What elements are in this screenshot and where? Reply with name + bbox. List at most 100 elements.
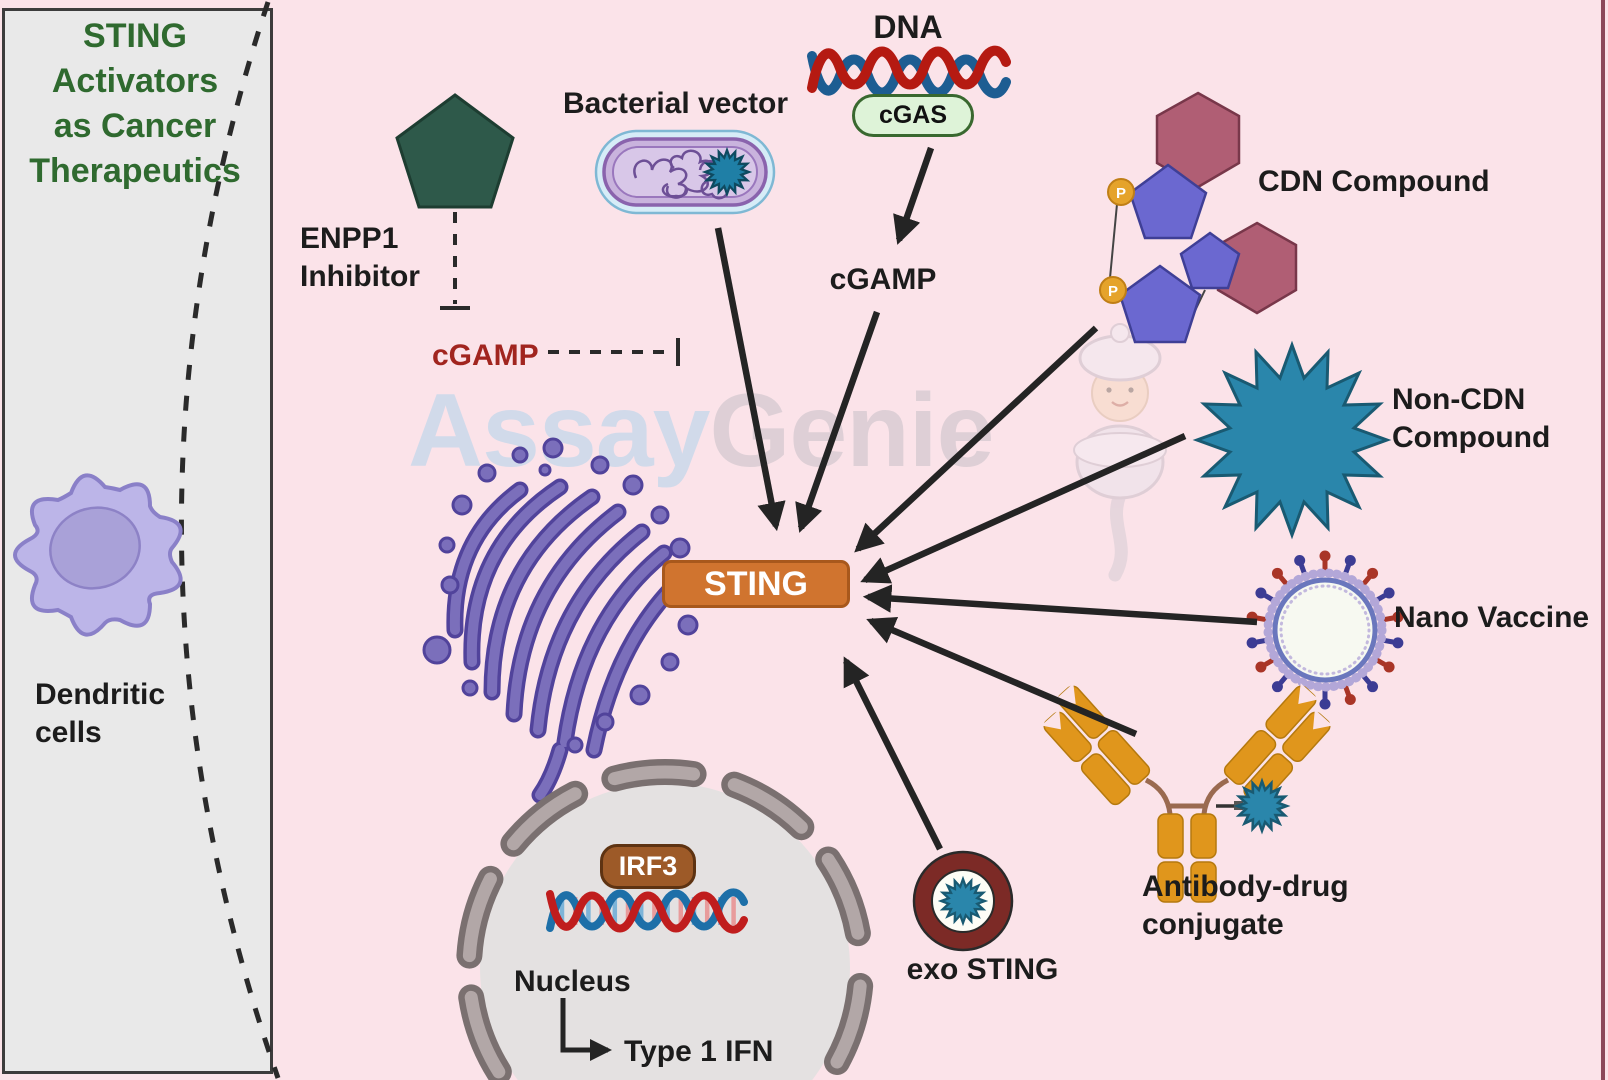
exosome-outline — [912, 850, 1014, 952]
nano-spike-tip — [1392, 637, 1404, 649]
arrow-cdn-to-sting — [854, 325, 1099, 553]
non-cdn-label-line: Non-CDN — [1392, 383, 1526, 416]
antibody-hinge — [1144, 777, 1230, 815]
sidebar-title-line: as Cancer — [53, 106, 217, 145]
bacterial-vector-illustration — [594, 129, 776, 215]
nano-spike-tip — [1392, 611, 1404, 623]
dendritic-label-line: Dendritic — [35, 678, 166, 711]
sidebar-title-line: Therapeutics — [29, 151, 241, 190]
arrow-bacteria-to-sting — [714, 227, 786, 532]
sidebar-title-line: STING — [83, 17, 187, 55]
golgi-cisterna — [533, 527, 647, 735]
nano-vaccine-inner-ring — [1279, 584, 1371, 676]
golgi-vesicle — [542, 437, 564, 459]
golgi-cisterna-outline — [556, 544, 673, 751]
adc-label-line: conjugate — [1142, 907, 1284, 941]
cdn-phosphate-circle — [1099, 276, 1127, 304]
bacterium-sting-agonist-particle — [704, 148, 750, 196]
enpp1-label-line: Inhibitor — [300, 259, 420, 293]
golgi-cisterna — [466, 482, 565, 667]
nano-vaccine-beaded-ring — [1263, 568, 1387, 692]
adc-label-line: Antibody-drug — [1142, 870, 1349, 903]
non-cdn-label-line: Compound — [1392, 420, 1551, 454]
enpp1-label-line: ENPP1 — [300, 222, 399, 255]
nano-spike-tip — [1246, 637, 1258, 649]
antibody-fc-region — [1157, 813, 1217, 903]
arrow-adc-to-sting — [866, 617, 1138, 737]
exo-sting-label: exo STING — [906, 953, 1059, 986]
dendritic-cell-nucleus — [49, 506, 141, 590]
pathway-arrows — [714, 146, 1258, 851]
golgi-vesicle — [677, 614, 699, 636]
dna-helix-icon — [807, 45, 1011, 99]
cdn-phosphate-circle — [1107, 178, 1135, 206]
nano-spike-tip — [1319, 698, 1331, 710]
nano-spike-tip — [1367, 567, 1379, 579]
cgas-label: cGAS — [878, 101, 948, 129]
dendritic-label-line: cells — [35, 715, 102, 749]
golgi-vesicle — [660, 652, 680, 672]
golgi-vesicle — [511, 446, 529, 464]
arrow-noncdn-to-sting — [860, 433, 1187, 584]
zoom-boundary-dashed-line — [179, 1, 281, 1079]
genie-smile — [1111, 401, 1129, 407]
golgi-cisterna — [509, 507, 623, 719]
non-cdn-starburst — [1195, 343, 1389, 537]
genie-mascot — [1073, 323, 1167, 582]
dna-strand-red — [807, 45, 1011, 93]
golgi-vesicle — [622, 474, 644, 496]
nano-spike-tip — [1367, 681, 1379, 693]
golgi-vesicle — [451, 494, 473, 516]
cgamp-product-label: cGAMP — [829, 263, 937, 296]
genie-turban-knot — [1110, 323, 1130, 343]
arrow-cgamp-to-sting — [795, 310, 881, 533]
enpp1-inhibitor-label: ENPP1 Inhibitor — [300, 220, 420, 295]
exo-sting-particle — [940, 878, 986, 924]
sidebar-title-line: Activators — [51, 61, 219, 100]
antibody-drug-conjugate-label: Antibody-drug conjugate — [1142, 868, 1349, 943]
dendritic-cells-label: Dendritic cells — [35, 676, 165, 751]
golgi-vesicle — [422, 635, 452, 665]
nucleus-to-ifn-elbow-arrow — [560, 998, 613, 1061]
cdn-sugar-pentagon — [1128, 163, 1208, 240]
golgi-vesicle — [629, 684, 651, 706]
cdn-compound-molecule: P P — [1099, 91, 1298, 344]
nucleus-dna-strand-red — [546, 890, 748, 934]
genie-eye — [1106, 387, 1112, 393]
golgi-vesicle — [461, 679, 479, 697]
nano-vaccine-membrane — [1272, 577, 1378, 683]
nano-vaccine-label: Nano Vaccine — [1394, 601, 1590, 634]
irf3-node: IRF3 — [600, 844, 696, 889]
golgi-vesicle — [595, 712, 615, 732]
watermark-assay: Assay — [408, 373, 710, 489]
nano-spike-tip — [1383, 587, 1395, 599]
nano-spike-tip — [1344, 554, 1356, 566]
arrow-cgas-to-cgamp — [893, 146, 935, 245]
nucleus-body — [480, 783, 850, 1080]
irf3-label: IRF3 — [618, 851, 678, 881]
dna-label: DNA — [873, 9, 943, 45]
golgi-vesicle — [566, 736, 584, 754]
golgi-cisterna — [535, 745, 565, 800]
nano-spike-tip — [1383, 661, 1395, 673]
golgi-vesicle — [438, 536, 456, 554]
nano-spike-tip — [1255, 587, 1267, 599]
arrow-nano-to-sting — [862, 584, 1258, 626]
sidebar-title: STING Activators as Cancer Therapeutics — [4, 14, 266, 194]
sting-label: STING — [704, 564, 808, 603]
golgi-cisterna — [487, 492, 597, 697]
nucleus-label: Nucleus — [514, 965, 631, 998]
genie-eye — [1128, 387, 1134, 393]
golgi-vesicle — [650, 505, 670, 525]
non-cdn-compound-label: Non-CDN Compound — [1392, 381, 1550, 456]
antibody-drug-conjugate-illustration — [1041, 683, 1333, 903]
nano-spike-tip — [1271, 567, 1283, 579]
nano-spike-tip — [1344, 694, 1356, 706]
cgas-node: cGAS — [852, 94, 974, 137]
cdn-sugar-pentagon-small — [1179, 231, 1241, 290]
golgi-vesicle — [669, 537, 691, 559]
phosphate-label: P — [1108, 283, 1118, 300]
nano-spike-tip — [1271, 681, 1283, 693]
